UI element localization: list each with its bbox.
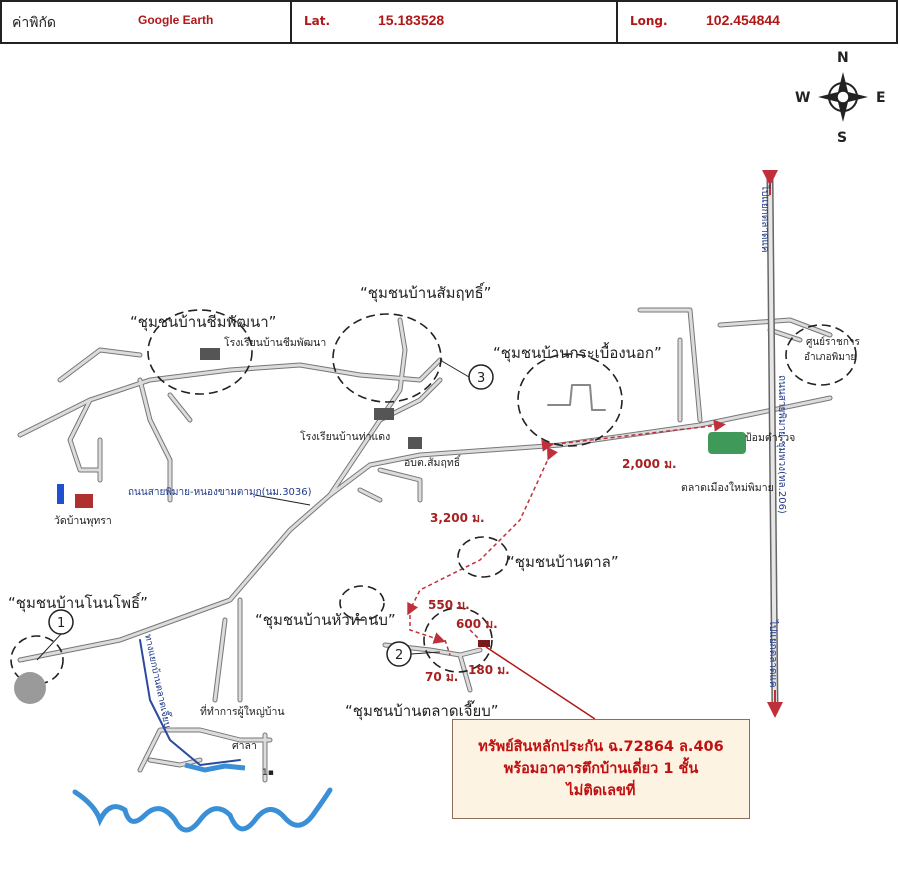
label-chim-phatthana: “ชุมชนบ้านชีมพัฒนา” <box>130 313 276 332</box>
compass-rose: N S W E <box>795 50 886 146</box>
label-tan: “ชุมชนบ้านตาล” <box>507 553 619 572</box>
pond-blob <box>14 672 46 704</box>
property-line-2: พร้อมอาคารตึกบ้านเดี่ยว 1 ชั้น <box>503 761 699 777</box>
temple-icon <box>75 494 93 508</box>
label-krabueang-nok: “ชุมชนบ้านกระเบื้องนอก” <box>493 342 662 363</box>
long-cell: Long. 102.454844 <box>618 2 896 42</box>
property-line-3: ไม่ติดเลขที่ <box>566 783 636 799</box>
coordinate-header: ค่าพิกัด Google Earth Lat. 15.183528 Lon… <box>0 0 898 44</box>
label-village-head: ที่ทำการผู้ใหญ่บ้าน <box>200 704 285 718</box>
dist-70: 70 ม. <box>425 670 458 684</box>
lat-cell: Lat. 15.183528 <box>292 2 618 42</box>
road-network <box>17 176 833 783</box>
label-gov-center-2: อำเภอพิมาย <box>804 352 856 363</box>
label-samrit: “ชุมชนบ้านสัมฤทธิ์” <box>360 282 491 303</box>
label-to-talatkhae-top: ไปแยกตลาดแค <box>759 184 771 253</box>
svg-text:3: 3 <box>477 371 485 386</box>
community-circles <box>10 309 857 685</box>
label-highway-206: ถนนสายพิมาย-ชุมพวง(ทล.206) <box>776 375 787 514</box>
label-wat-phutsa: วัดบ้านพุทรา <box>54 515 112 527</box>
property-line-1: ทรัพย์สินหลักประกัน ฉ.72864 ล.406 <box>478 739 724 755</box>
label-sala: ศาลา <box>232 740 257 752</box>
market-icon <box>708 432 746 454</box>
marker-1: 1 <box>48 609 74 635</box>
svg-text:2: 2 <box>395 648 403 663</box>
long-label: Long. <box>630 14 668 28</box>
dist-550: 550 ม. <box>428 598 470 612</box>
callout-leader <box>485 646 596 720</box>
source-value: Google Earth <box>138 13 214 27</box>
label-non-pho: “ชุมชนบ้านโนนโพธิ์” <box>8 592 148 613</box>
label-sao-samrit: อบต.สัมฤทธิ์ <box>404 454 462 469</box>
compass-e: E <box>876 90 886 106</box>
label-school-thadaeng: โรงเรียนบ้านท่าแดง <box>300 430 390 443</box>
label-police-box: ป้อมตำรวจ <box>745 432 795 444</box>
dist-3200: 3,200 ม. <box>430 511 485 525</box>
label-new-market: ตลาดเมืองใหม่พิมาย <box>681 481 774 494</box>
sao-icon <box>408 437 422 449</box>
label-to-talatkhae-bottom: ไปแยกตลาดแค <box>767 619 779 688</box>
property-marker <box>478 640 490 647</box>
canal <box>184 762 246 773</box>
river <box>72 787 333 833</box>
dist-180: 180 ม. <box>468 663 510 677</box>
long-value: 102.454844 <box>706 12 780 28</box>
coord-label: ค่าพิกัด <box>12 15 57 31</box>
svg-text:1: 1 <box>57 616 65 631</box>
compass-s: S <box>837 130 847 146</box>
label-school-chim: โรงเรียนบ้านชีมพัฒนา <box>224 336 326 349</box>
dist-2000: 2,000 ม. <box>622 457 677 471</box>
marker-3: 3 <box>468 364 494 390</box>
school-icon-chim <box>200 348 220 360</box>
coord-source-cell: ค่าพิกัด Google Earth <box>2 2 292 42</box>
marker-2: 2 <box>386 641 412 667</box>
route-lines <box>407 419 726 656</box>
label-lt-marker: 1▪ <box>262 768 274 778</box>
label-talat-khiap: “ชุมชนบ้านตลาดเจี๊ยบ” <box>345 700 499 721</box>
compass-n: N <box>837 50 849 66</box>
label-road-3036: ถนนสายพิมาย-หนองขามตามุก(นม.3036) <box>128 487 312 498</box>
compass-w: W <box>795 90 810 106</box>
lat-label: Lat. <box>304 14 331 28</box>
school-icon-thadaeng <box>374 408 394 420</box>
property-callout: ทรัพย์สินหลักประกัน ฉ.72864 ล.406 พร้อมอ… <box>452 719 750 819</box>
label-gov-center-1: ศูนย์ราชการ <box>806 336 860 348</box>
dist-600: 600 ม. <box>456 617 498 631</box>
lat-value: 15.183528 <box>378 12 445 28</box>
label-hua-thamnop: “ชุมชนบ้านหัวทำนบ” <box>255 611 396 630</box>
wat-marker <box>57 484 64 504</box>
